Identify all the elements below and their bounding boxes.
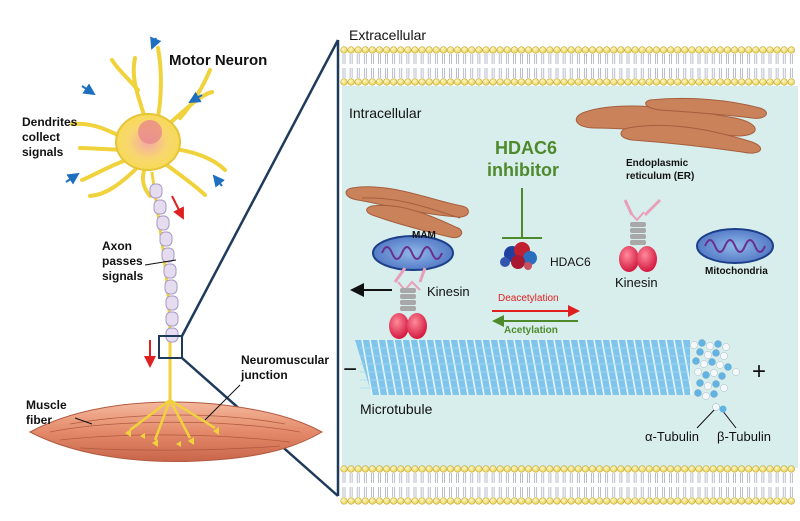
mam-label: MAM bbox=[412, 230, 436, 241]
kinesin-left-label: Kinesin bbox=[427, 284, 470, 299]
signal-arrows-red bbox=[144, 195, 184, 368]
er-label-line1: Endoplasmic bbox=[626, 158, 689, 169]
dendrites-label-line2: collect bbox=[22, 130, 61, 144]
zoom-box bbox=[158, 335, 183, 359]
nerve-terminals bbox=[129, 398, 216, 441]
axon bbox=[149, 171, 179, 400]
alpha-tubulin-bead bbox=[712, 403, 720, 411]
hdac6-inhibitor-line2: inhibitor bbox=[487, 160, 559, 180]
alpha-tubulin-label: α-Tubulin bbox=[645, 429, 699, 444]
dendrites-label-line3: signals bbox=[22, 145, 64, 159]
beta-tubulin-pointer bbox=[721, 409, 737, 429]
muscle-label-line1: Muscle bbox=[26, 398, 67, 412]
endoplasmic-reticulum-left bbox=[345, 186, 469, 239]
plus-end-label: + bbox=[752, 358, 767, 385]
signal-arrows-blue bbox=[65, 36, 225, 188]
axon-label-line1: Axon bbox=[102, 239, 132, 253]
axon-pointer bbox=[144, 259, 177, 266]
hdac6-inhibitor-line1: HDAC6 bbox=[495, 138, 558, 158]
inhibition-bar bbox=[502, 188, 542, 239]
minus-end-label: − bbox=[343, 356, 358, 383]
alpha-tubulin-pointer bbox=[696, 407, 717, 429]
top-membrane bbox=[340, 46, 795, 86]
bottom-membrane bbox=[340, 465, 795, 505]
microtubule-label: Microtubule bbox=[360, 401, 433, 417]
nucleus bbox=[138, 120, 162, 144]
muscle-label-line2: fiber bbox=[26, 413, 53, 427]
extracellular-label: Extracellular bbox=[349, 27, 427, 43]
zoom-line-top bbox=[180, 39, 340, 337]
nmj-pointer bbox=[204, 384, 241, 421]
acetylation-label: Acetylation bbox=[504, 325, 558, 336]
kinesin-left bbox=[389, 267, 427, 339]
endoplasmic-reticulum-top bbox=[575, 97, 767, 154]
er-label-line2: reticulum (ER) bbox=[626, 171, 695, 182]
microtubule bbox=[355, 339, 740, 400]
axon-label-line3: signals bbox=[102, 269, 144, 283]
beta-tubulin-label: β-Tubulin bbox=[717, 429, 771, 444]
synapse-markers bbox=[125, 427, 219, 447]
beta-tubulin-bead bbox=[719, 405, 727, 413]
dendrites-label-line1: Dendrites bbox=[22, 115, 78, 129]
mitochondria-label: Mitochondria bbox=[705, 266, 768, 277]
kinesin-right-label: Kinesin bbox=[615, 275, 658, 290]
hdac6-label: HDAC6 bbox=[550, 255, 591, 269]
mitochondrion-right bbox=[696, 228, 774, 264]
nmj-label-line2: junction bbox=[241, 368, 288, 382]
intracellular-label: Intracellular bbox=[349, 105, 422, 121]
motor-neuron-title: Motor Neuron bbox=[169, 52, 268, 69]
deacetylation-label: Deacetylation bbox=[498, 293, 559, 304]
hdac6-protein bbox=[500, 242, 537, 270]
nmj-label-line1: Neuromuscular bbox=[241, 353, 330, 367]
muscle-pointer bbox=[74, 417, 93, 425]
kinesin-right bbox=[619, 198, 662, 272]
axon-label-line2: passes bbox=[102, 254, 143, 268]
mitochondrion-mam bbox=[372, 235, 454, 271]
muscle-fiber bbox=[28, 401, 324, 462]
